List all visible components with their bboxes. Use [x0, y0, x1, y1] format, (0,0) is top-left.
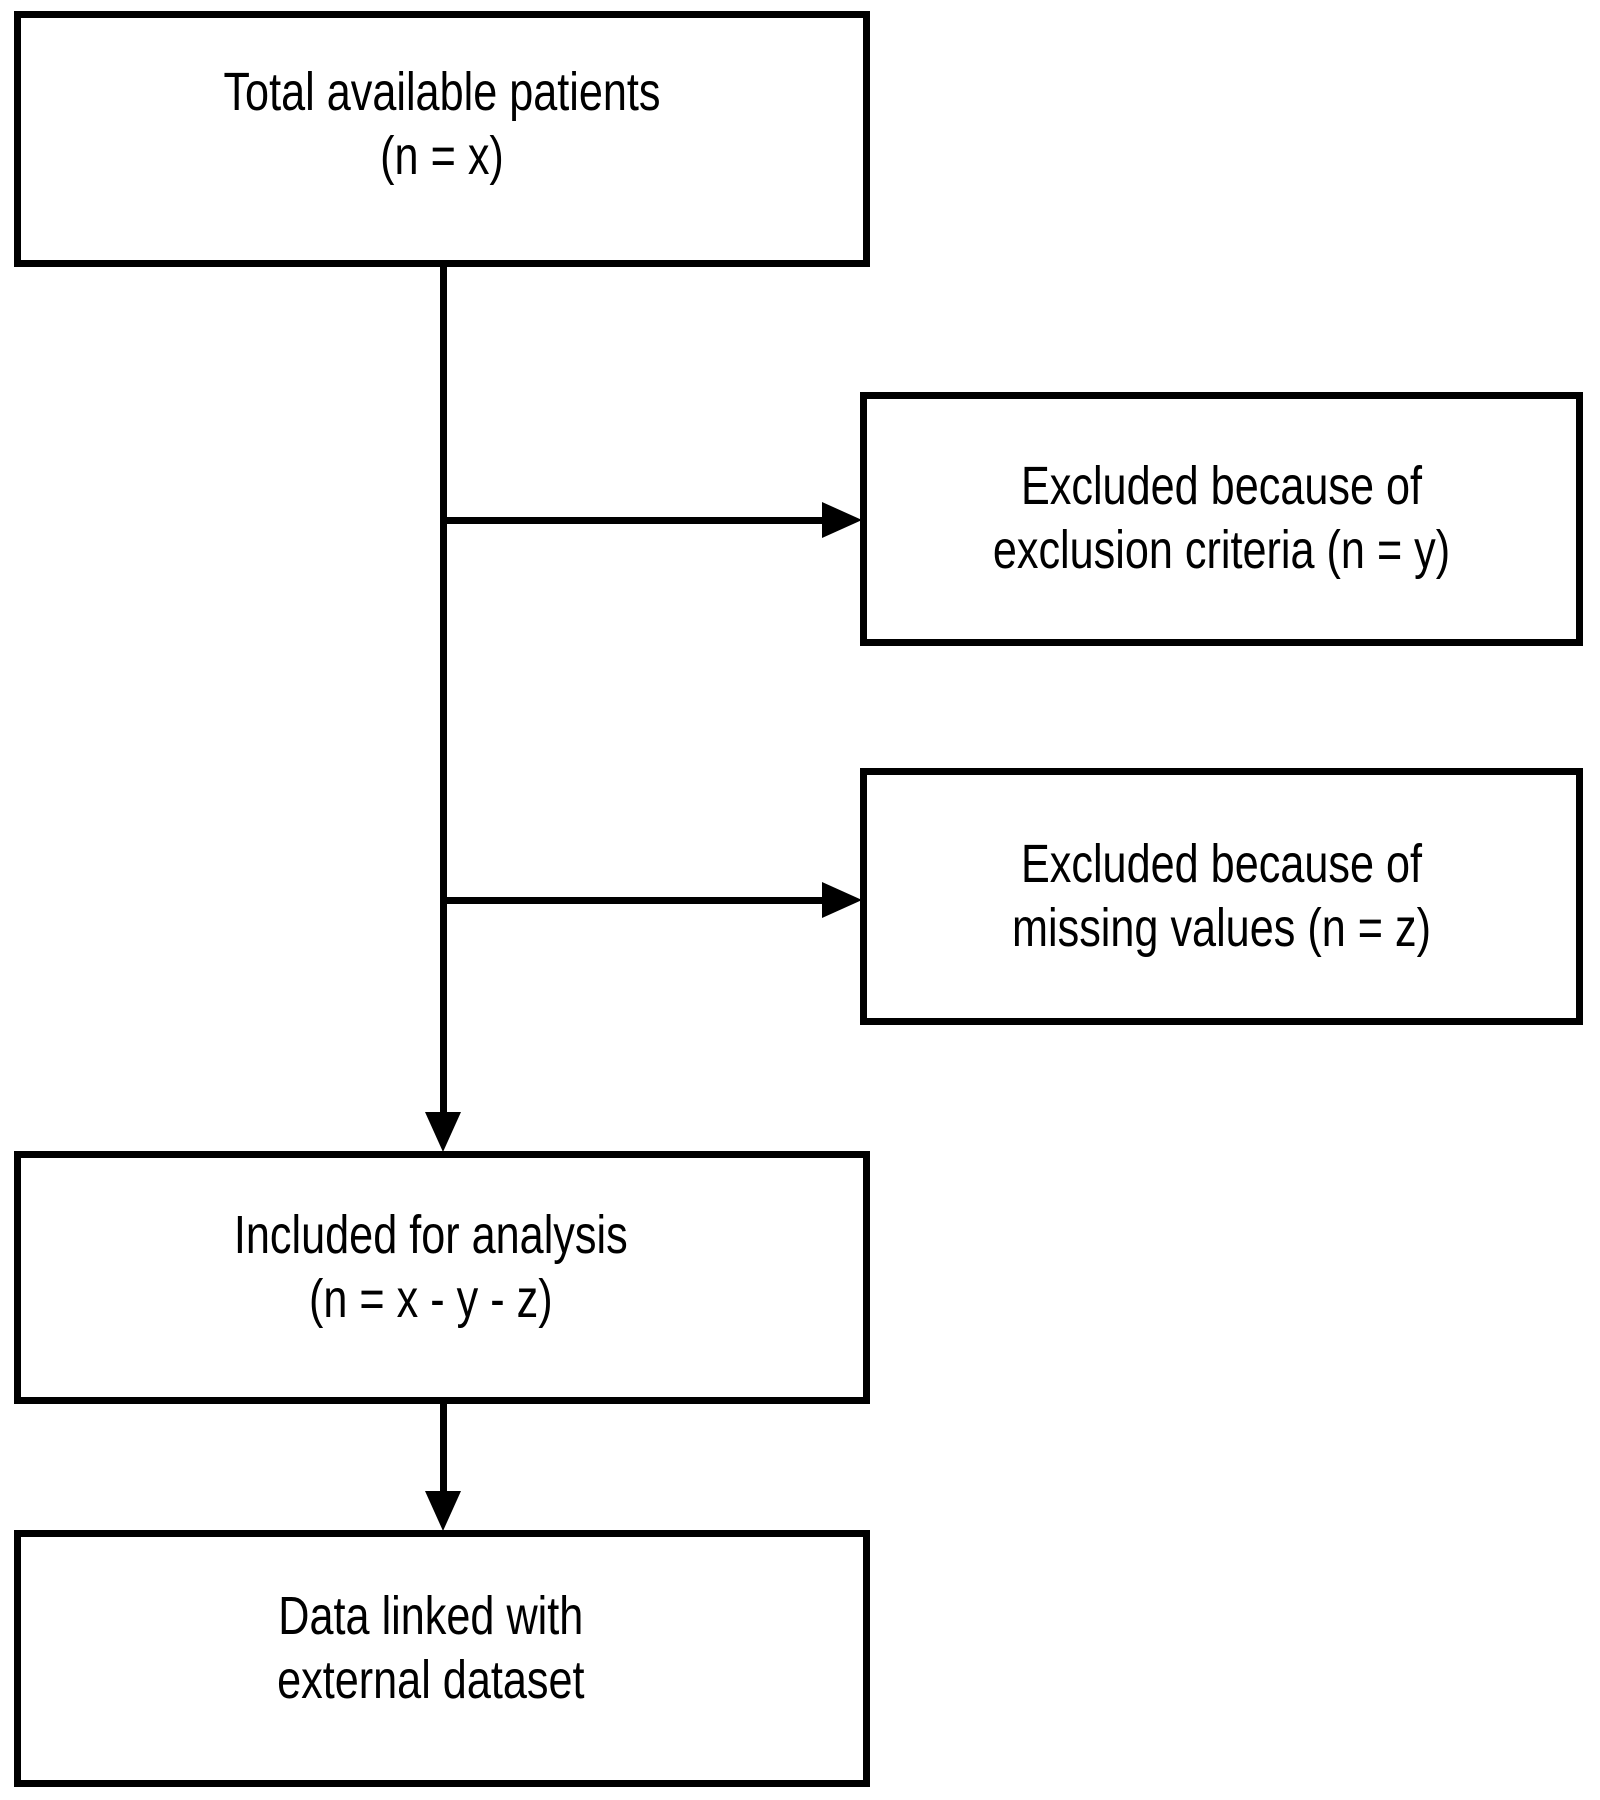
connector-total-to-exclusion-criteria-line: [440, 517, 830, 524]
arrowhead-down-included-icon: [425, 1112, 461, 1152]
node-data-linked-external-dataset: Data linked with external dataset: [14, 1530, 870, 1787]
node-included-for-analysis-label: Included for analysis (n = x - y - z): [233, 1204, 628, 1329]
node-excluded-exclusion-criteria: Excluded because of exclusion criteria (…: [860, 392, 1583, 646]
node-total-available-patients-label: Total available patients (n = x): [223, 62, 661, 186]
node-excluded-exclusion-criteria-label: Excluded because of exclusion criteria (…: [992, 456, 1451, 580]
arrowhead-right-exclusion-criteria-icon: [822, 502, 862, 538]
node-included-for-analysis: Included for analysis (n = x - y - z): [14, 1151, 870, 1404]
connector-included-to-linked-line: [440, 1404, 447, 1494]
node-data-linked-external-dataset-label: Data linked with external dataset: [277, 1585, 585, 1710]
connector-total-to-missing-values-line: [440, 897, 830, 904]
connector-total-to-included-line: [440, 267, 447, 1112]
node-excluded-missing-values-label: Excluded because of missing values (n = …: [1012, 833, 1431, 958]
arrowhead-down-linked-icon: [425, 1491, 461, 1531]
arrowhead-right-missing-values-icon: [822, 882, 862, 918]
node-excluded-missing-values: Excluded because of missing values (n = …: [860, 768, 1583, 1025]
node-total-available-patients: Total available patients (n = x): [14, 11, 870, 267]
